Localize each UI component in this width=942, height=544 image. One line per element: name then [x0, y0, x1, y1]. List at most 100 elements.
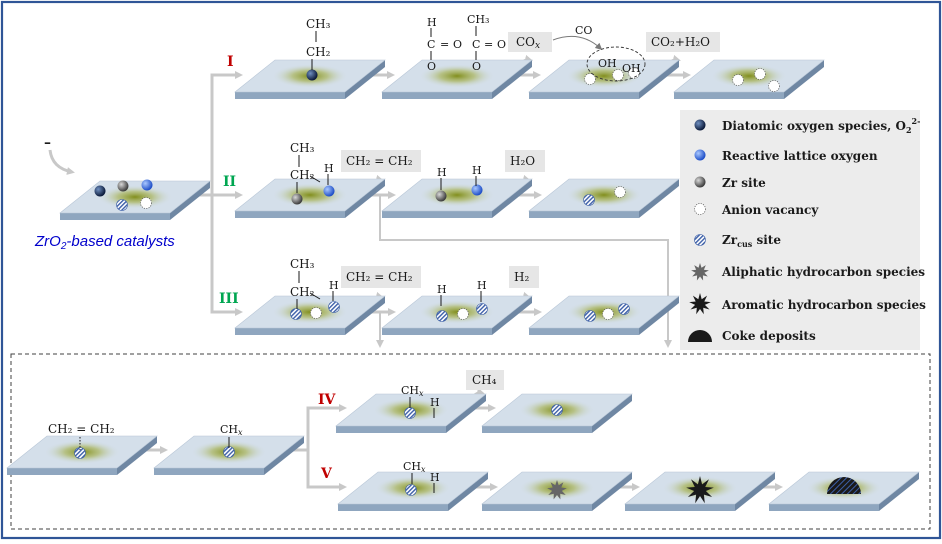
pathway-iv-label: IV [318, 392, 337, 408]
plate-side [345, 296, 385, 335]
plate-side [639, 179, 679, 218]
zrcus-site [584, 310, 596, 322]
label-h: H [477, 279, 487, 292]
label-ch3: CH₃ [467, 13, 489, 26]
plate-side [639, 296, 679, 335]
anion-vacancy [732, 74, 744, 86]
anion-vacancy [614, 186, 626, 198]
label-h: H [472, 164, 482, 177]
label-oh: OH [622, 62, 641, 75]
label-ch3: CH₃ [290, 141, 315, 155]
plate-side [492, 296, 532, 335]
label-eq: = [440, 38, 449, 51]
plate-glow [419, 183, 495, 207]
product-water: H₂O [510, 154, 535, 168]
legend-aromatic: Aromatic hydrocarbon species [721, 298, 926, 312]
anion-vacancy [768, 80, 780, 92]
zrcus-site [476, 303, 488, 315]
plate-side [117, 436, 157, 475]
plate-side [879, 472, 919, 511]
plate-side [345, 179, 385, 218]
label-ethylene-adsorbed: CH₂ = CH₂ [48, 422, 115, 436]
legend-entries: Diatomic oxygen species, O22- Reactive l… [721, 116, 926, 343]
plate-side [492, 179, 532, 218]
zr-site [117, 180, 129, 192]
diatomic-oxygen-site [94, 185, 106, 197]
plate-front [382, 328, 492, 335]
zrcus-site [404, 407, 416, 419]
label-ch2: CH₂ [290, 168, 315, 182]
deactivation-panel [10, 353, 931, 530]
plate-side [345, 60, 385, 99]
label-h: H [430, 471, 440, 484]
label-c: C [427, 38, 435, 51]
plate-side [492, 60, 532, 99]
product-co2-h2o: CO₂+H₂O [651, 35, 710, 49]
surface-species [74, 46, 861, 504]
zr-site [291, 193, 303, 205]
plate-glow [272, 183, 348, 207]
anion-vacancy [754, 68, 766, 80]
plate-front [7, 468, 117, 475]
zrcus-site [551, 404, 563, 416]
label-h: H [437, 283, 447, 296]
label-ch3: CH₃ [306, 17, 331, 31]
zrcus-site [223, 446, 235, 458]
label-chx: CHx [403, 460, 426, 474]
input-arrow [48, 149, 75, 175]
plate-glow [711, 64, 787, 88]
legend-zr: Zr site [722, 176, 766, 190]
legend-diatomic: Diatomic oxygen species, O22- [722, 116, 920, 135]
plate-side [592, 394, 632, 433]
zrcus-site [405, 484, 417, 496]
plate-row-i-2 [381, 59, 533, 99]
zrcus-site [583, 194, 595, 206]
anion-vacancy [310, 307, 322, 319]
legend-coke: Coke deposits [722, 329, 816, 343]
lattice-oxygen-site [323, 185, 335, 197]
plate-front [625, 504, 735, 511]
plate-front [235, 211, 345, 218]
anion-vacancy [602, 308, 614, 320]
plate-side [784, 60, 824, 99]
anion-vacancy [457, 308, 469, 320]
plate-row-i-4 [673, 59, 825, 99]
product-boxes: COx CO₂+H₂O CH₂ = CH₂ H₂O CH₂ = CH₂ H₂ C… [341, 32, 720, 390]
plate-front [769, 504, 879, 511]
legend-box [680, 110, 920, 350]
plate-front [154, 468, 264, 475]
diatomic-oxygen-site [306, 69, 318, 81]
zrcus-site [290, 308, 302, 320]
plate-front [529, 328, 639, 335]
plate-front [529, 211, 639, 218]
pathway-iii-label: III [219, 291, 239, 307]
pathway-labels: I II III IV V [219, 54, 337, 482]
zrcus-site [436, 310, 448, 322]
zr-site [435, 190, 447, 202]
plate-front [674, 92, 784, 99]
label-h: H [437, 166, 447, 179]
plate-front [336, 426, 446, 433]
diatomic-oxygen-site [694, 119, 706, 131]
plate-front [482, 426, 592, 433]
label-o: O [453, 38, 462, 51]
label-h: H [430, 396, 440, 409]
plate-side [170, 181, 210, 220]
plate-front [382, 211, 492, 218]
product-ethylene: CH₂ = CH₂ [346, 154, 413, 168]
plate-glow [566, 64, 642, 88]
legend-aliphatic-icon [691, 263, 709, 281]
plate-side [446, 394, 486, 433]
plate-side [264, 436, 304, 475]
plate-row-i-3 [528, 59, 680, 99]
plate-iv-2 [481, 393, 633, 433]
plate-side [448, 472, 488, 511]
legend-lattice: Reactive lattice oxygen [722, 149, 878, 163]
product-hydrogen: H₂ [514, 270, 529, 284]
plate-glow [419, 64, 495, 88]
label-ch2: CH₂ [306, 45, 331, 59]
lattice-oxygen-site [471, 184, 483, 196]
label-h: H [427, 16, 437, 29]
